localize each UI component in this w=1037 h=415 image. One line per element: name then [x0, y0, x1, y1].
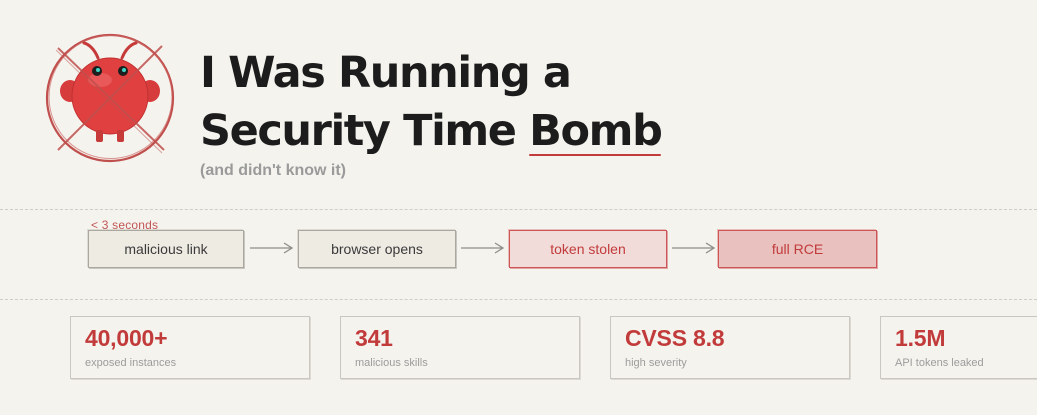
title-line-2: Security Time Bomb: [200, 102, 663, 160]
stat-card-exposed-instances: 40,000+ exposed instances: [70, 316, 310, 379]
flow-step-token-stolen: token stolen: [509, 230, 667, 268]
arrow-right-icon: [461, 242, 505, 254]
stat-card-api-tokens-leaked: 1.5M API tokens leaked: [880, 316, 1037, 379]
divider-top: [0, 209, 1037, 210]
flow-step-label: full RCE: [771, 241, 824, 257]
stat-value: 1.5M: [895, 325, 946, 351]
stat-value: CVSS 8.8: [625, 325, 725, 351]
stat-label: exposed instances: [85, 357, 177, 369]
stat-label: malicious skills: [355, 357, 428, 369]
arrow-right-icon: [672, 242, 716, 254]
flow-step-malicious-link: malicious link: [88, 230, 244, 268]
title-highlight-word: Bomb: [529, 102, 663, 160]
crossed-out-mascot-icon: [40, 28, 180, 168]
title-line-1: I Was Running a: [200, 48, 572, 98]
page-subtitle: (and didn't know it): [200, 162, 346, 179]
arrow-right-icon: [250, 242, 294, 254]
title-line-2-prefix: Security Time: [200, 106, 517, 156]
stat-value: 40,000+: [85, 325, 168, 351]
stat-label: API tokens leaked: [895, 357, 984, 369]
flow-time-note: < 3 seconds: [91, 218, 159, 232]
page-title: I Was Running a Security Time Bomb: [200, 44, 663, 160]
flow-step-browser-opens: browser opens: [298, 230, 456, 268]
stat-value: 341: [355, 325, 393, 351]
flow-step-full-rce: full RCE: [718, 230, 877, 268]
flow-step-label: token stolen: [550, 241, 626, 257]
divider-bottom: [0, 299, 1037, 300]
stat-card-cvss-score: CVSS 8.8 high severity: [610, 316, 850, 379]
stat-card-malicious-skills: 341 malicious skills: [340, 316, 580, 379]
flow-step-label: browser opens: [331, 241, 423, 257]
stat-label: high severity: [625, 357, 687, 369]
flow-step-label: malicious link: [124, 241, 208, 257]
